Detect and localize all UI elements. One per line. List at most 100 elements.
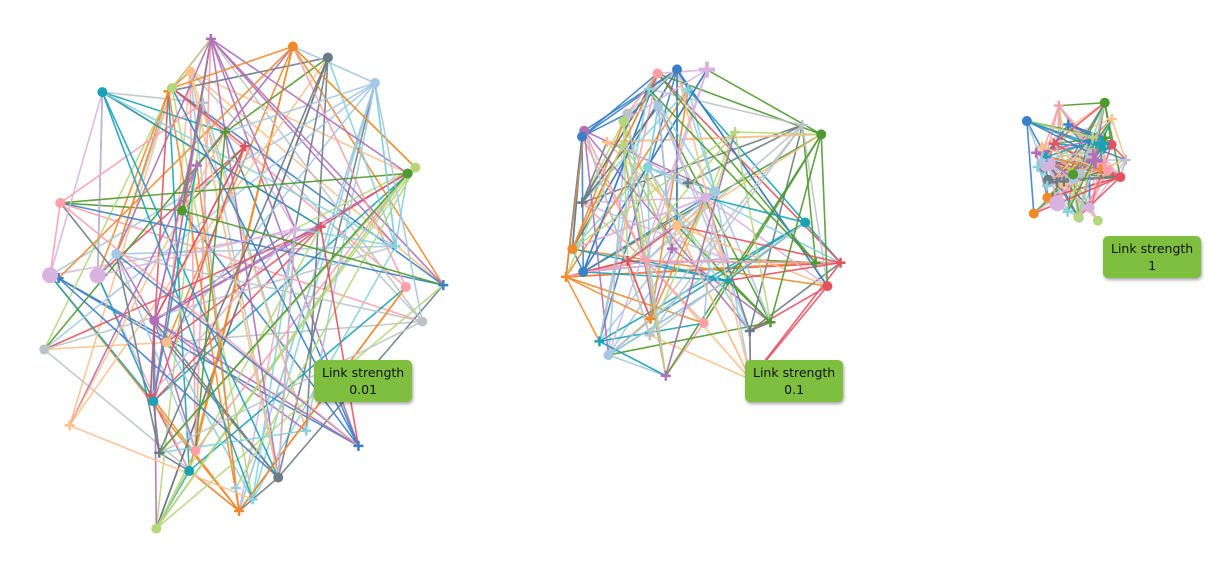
graph-node-circle[interactable] bbox=[1092, 215, 1103, 226]
graph-node-plus[interactable] bbox=[601, 136, 612, 147]
graph-node-plus[interactable] bbox=[390, 241, 401, 252]
graph-node-plus[interactable] bbox=[1120, 154, 1131, 165]
graph-node-circle[interactable] bbox=[1043, 174, 1054, 185]
graph-node-circle[interactable] bbox=[149, 315, 160, 326]
graph-node-plus[interactable] bbox=[1099, 143, 1110, 154]
graph-node-plus[interactable] bbox=[1036, 141, 1047, 152]
graph-node-plus[interactable] bbox=[617, 140, 628, 151]
graph-node-circle[interactable] bbox=[400, 282, 411, 293]
graph-node-circle[interactable] bbox=[410, 162, 421, 173]
graph-node-circle[interactable] bbox=[89, 267, 106, 284]
graph-node-plus[interactable] bbox=[1036, 155, 1047, 166]
graph-node-circle[interactable] bbox=[653, 101, 664, 112]
graph-node-circle[interactable] bbox=[287, 41, 298, 52]
graph-node-circle[interactable] bbox=[603, 350, 614, 361]
graph-node-plus[interactable] bbox=[577, 197, 588, 208]
graph-node-plus[interactable] bbox=[683, 84, 694, 95]
graph-node-circle[interactable] bbox=[1115, 172, 1126, 183]
graph-node-circle[interactable] bbox=[577, 131, 588, 142]
graph-node-circle[interactable] bbox=[151, 523, 162, 534]
graph-node-plus[interactable] bbox=[53, 273, 64, 284]
graph-node-plus[interactable] bbox=[660, 370, 671, 381]
graph-node-plus[interactable] bbox=[730, 127, 741, 138]
graph-node-plus[interactable] bbox=[666, 243, 677, 254]
graph-node-plus[interactable] bbox=[835, 257, 846, 268]
graph-node-circle[interactable] bbox=[322, 52, 333, 63]
graph-node-circle[interactable] bbox=[1099, 97, 1110, 108]
graph-node-circle[interactable] bbox=[618, 116, 629, 127]
graph-node-circle[interactable] bbox=[671, 220, 682, 231]
graph-node-circle[interactable] bbox=[642, 162, 653, 173]
graph-node-circle[interactable] bbox=[55, 197, 66, 208]
graph-node-plus[interactable] bbox=[1053, 100, 1064, 111]
graph-node-circle[interactable] bbox=[166, 83, 177, 94]
graph-node-circle[interactable] bbox=[1068, 169, 1079, 180]
graph-node-plus[interactable] bbox=[810, 257, 821, 268]
graph-node-plus[interactable] bbox=[797, 120, 808, 131]
graph-node-plus[interactable] bbox=[290, 223, 301, 234]
graph-node-plus[interactable] bbox=[1063, 119, 1074, 130]
graph-node-circle[interactable] bbox=[710, 186, 721, 197]
graph-node-plus[interactable] bbox=[64, 420, 75, 431]
graph-node-plus[interactable] bbox=[1083, 135, 1094, 146]
graph-node-circle[interactable] bbox=[652, 68, 663, 79]
graph-node-circle[interactable] bbox=[822, 281, 833, 292]
graph-node-circle[interactable] bbox=[622, 108, 633, 119]
graph-node-plus[interactable] bbox=[682, 177, 693, 188]
graph-node-circle[interactable] bbox=[1028, 208, 1039, 219]
graph-node-plus[interactable] bbox=[353, 440, 364, 451]
graph-node-circle[interactable] bbox=[190, 445, 201, 456]
graph-node-plus[interactable] bbox=[315, 221, 326, 232]
graph-node-circle[interactable] bbox=[39, 344, 50, 355]
graph-node-plus[interactable] bbox=[1041, 151, 1052, 162]
graph-node-plus[interactable] bbox=[1042, 180, 1053, 191]
graph-node-circle[interactable] bbox=[176, 205, 187, 216]
graph-node-plus[interactable] bbox=[230, 483, 241, 494]
graph-node-plus[interactable] bbox=[1058, 176, 1069, 187]
graph-node-plus[interactable] bbox=[1093, 135, 1110, 152]
graph-node-plus[interactable] bbox=[622, 256, 633, 267]
graph-node-circle[interactable] bbox=[1084, 202, 1095, 213]
graph-node-circle[interactable] bbox=[273, 472, 284, 483]
graph-node-circle[interactable] bbox=[672, 64, 683, 75]
graph-node-plus[interactable] bbox=[234, 506, 245, 517]
graph-node-plus[interactable] bbox=[643, 84, 654, 95]
graph-node-circle[interactable] bbox=[184, 465, 195, 476]
graph-node-plus[interactable] bbox=[220, 127, 231, 138]
graph-node-plus[interactable] bbox=[1062, 206, 1073, 217]
graph-node-plus[interactable] bbox=[1032, 162, 1043, 173]
graph-node-plus[interactable] bbox=[205, 33, 216, 44]
graph-node-plus[interactable] bbox=[1106, 113, 1117, 124]
graph-node-circle[interactable] bbox=[161, 337, 172, 348]
graph-node-circle[interactable] bbox=[567, 243, 578, 254]
graph-node-plus[interactable] bbox=[644, 330, 655, 341]
graph-node-circle[interactable] bbox=[816, 129, 827, 140]
graph-node-circle[interactable] bbox=[417, 316, 428, 327]
graph-node-plus[interactable] bbox=[1086, 152, 1103, 169]
graph-node-plus[interactable] bbox=[438, 280, 449, 291]
graph-node-circle[interactable] bbox=[1102, 165, 1113, 176]
graph-node-plus[interactable] bbox=[301, 425, 312, 436]
graph-node-circle[interactable] bbox=[111, 248, 122, 259]
graph-node-circle[interactable] bbox=[1073, 212, 1084, 223]
graph-node-circle[interactable] bbox=[369, 78, 380, 89]
graph-node-plus[interactable] bbox=[722, 275, 733, 286]
graph-node-plus[interactable] bbox=[1051, 177, 1062, 188]
graph-node-plus[interactable] bbox=[198, 97, 209, 108]
graph-node-circle[interactable] bbox=[700, 192, 711, 203]
graph-node-circle[interactable] bbox=[185, 66, 196, 77]
graph-node-plus[interactable] bbox=[698, 61, 715, 78]
graph-node-circle[interactable] bbox=[578, 266, 589, 277]
graph-node-plus[interactable] bbox=[641, 256, 652, 267]
graph-node-circle[interactable] bbox=[800, 217, 811, 228]
graph-node-plus[interactable] bbox=[560, 271, 571, 282]
graph-node-plus[interactable] bbox=[594, 336, 605, 347]
graph-node-plus[interactable] bbox=[1087, 132, 1098, 143]
graph-node-circle[interactable] bbox=[1021, 116, 1032, 127]
graph-node-circle[interactable] bbox=[42, 267, 59, 284]
graph-node-plus[interactable] bbox=[145, 390, 156, 401]
graph-node-plus[interactable] bbox=[1095, 164, 1106, 175]
graph-node-circle[interactable] bbox=[1049, 195, 1066, 212]
graph-node-plus[interactable] bbox=[744, 326, 755, 337]
graph-node-circle[interactable] bbox=[698, 318, 709, 329]
